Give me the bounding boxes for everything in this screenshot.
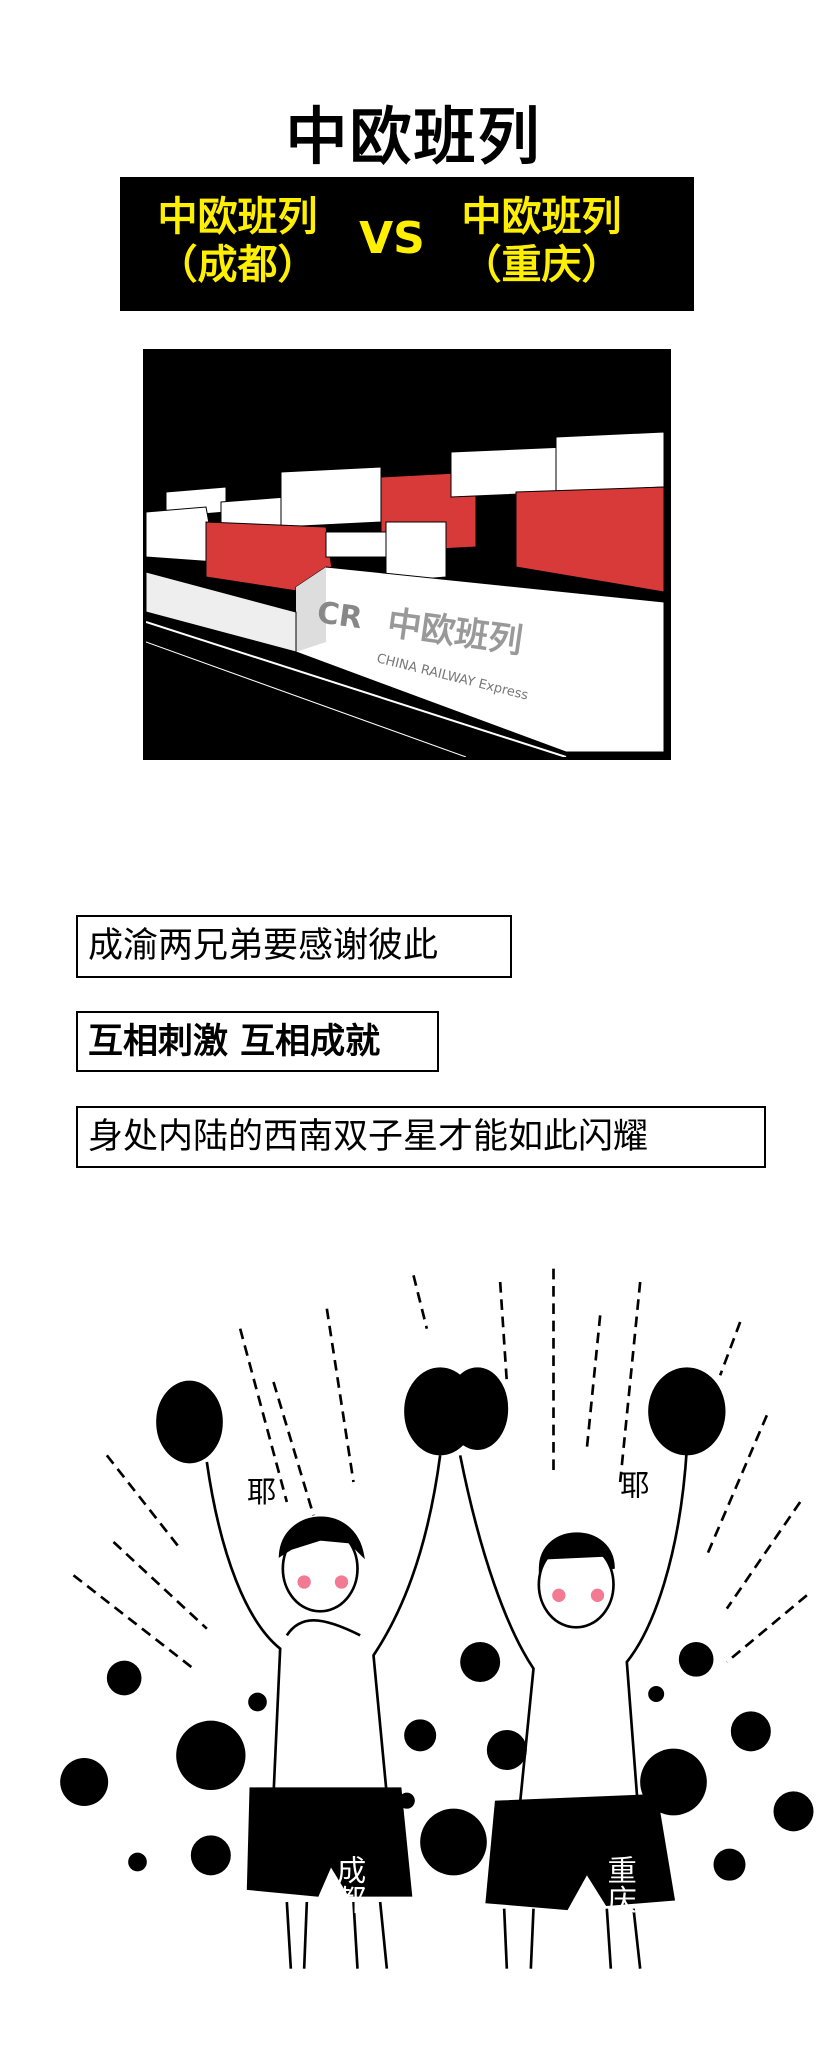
right-title: 中欧班列	[461, 194, 622, 240]
speed-lines	[72, 1268, 808, 1670]
left-city: （成都）	[157, 242, 318, 288]
caption-2: 互相刺激 互相成就	[76, 1011, 439, 1072]
right-city: （重庆）	[461, 242, 622, 288]
left-title: 中欧班列	[157, 194, 318, 240]
left-boxer	[156, 1367, 477, 1969]
cheer-right: 耶	[620, 1468, 649, 1502]
train-illustration: CR 中欧班列 CHINA RAILWAY Express	[143, 349, 671, 760]
blush	[297, 1575, 311, 1589]
comparison-banner: 中欧班列 （成都） VS 中欧班列 （重庆）	[120, 177, 694, 311]
caption-3: 身处内陆的西南双子星才能如此闪耀	[76, 1106, 766, 1168]
shorts-label-right: 重庆	[603, 1855, 637, 1914]
right-boxer	[446, 1367, 726, 1969]
page-title: 中欧班列	[285, 100, 542, 173]
caption-1: 成渝两兄弟要感谢彼此	[76, 915, 512, 978]
logo-mark: CR	[315, 595, 365, 636]
vs-label: VS	[359, 213, 425, 264]
cheer-left: 耶	[247, 1475, 276, 1509]
background-dots	[60, 1642, 814, 1881]
boxers-illustration: 成都 耶 重庆 耶	[60, 1268, 814, 1969]
shorts-label-left: 成都	[333, 1855, 367, 1914]
train-drawing: CR 中欧班列 CHINA RAILWAY Express	[146, 352, 668, 757]
